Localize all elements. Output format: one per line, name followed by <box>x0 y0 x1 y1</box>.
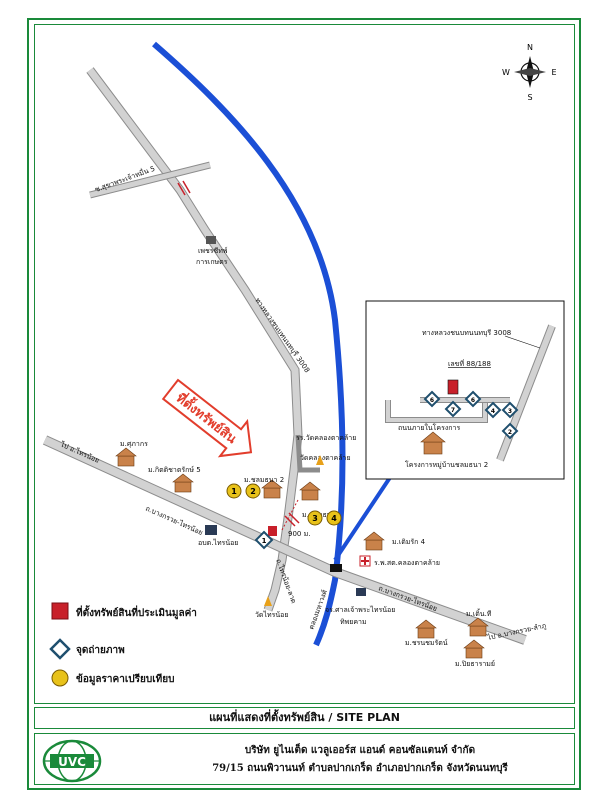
svg-text:6: 6 <box>471 397 475 404</box>
compass-w: W <box>502 68 510 77</box>
subject-pointer: ที่ตั้งทรัพย์สิน <box>161 378 253 458</box>
legend-photo-icon <box>49 638 71 660</box>
inset-photo-points: 6 7 6 4 3 2 <box>423 390 519 440</box>
svg-text:7: 7 <box>451 407 455 414</box>
shrine2-label: ทิพยคาม <box>340 618 367 626</box>
village-ti-label: ม.เติ้น.ที <box>466 607 492 618</box>
footer <box>34 733 575 785</box>
temple-lower-label: วัดไทรน้อย <box>255 610 288 619</box>
temple-upper-icon <box>316 455 324 465</box>
village-piya-label: ม.ปิยธารามย์ <box>455 660 495 668</box>
shrine-icon <box>356 588 366 596</box>
legend-comparable: ข้อมูลราคาเปรียบเทียบ <box>76 673 174 686</box>
distance-label: 900 ม. <box>288 530 310 538</box>
village-chomthana2-label: ม.ชลมธนา 2 <box>244 476 284 484</box>
village-kitti-label: ม.กิตติชาตรักษ์ 5 <box>148 466 201 474</box>
compass-icon: N S E W <box>502 43 556 102</box>
bridge <box>330 564 342 572</box>
petrol-label: เพชรซีทพ์ <box>198 247 228 255</box>
company-address: 79/15 ถนนพิวานนท์ ตำบลปากเกร็ด อำเภอปากเ… <box>212 763 508 774</box>
school-upper-label: รร.วัดคลองตาคล้าย <box>296 434 356 442</box>
village-term4-label: ม.เติมรัก 4 <box>392 538 426 546</box>
district-office-icon <box>205 525 217 535</box>
comparable-1: 1 <box>231 487 237 496</box>
farm-label: การเกษตร <box>196 258 228 266</box>
temple-upper-label: วัดคลองตาคล้าย <box>300 454 351 462</box>
legend-comparable-icon <box>51 669 69 687</box>
pointer-label: ที่ตั้งทรัพย์สิน <box>173 388 241 447</box>
comparable-2: 2 <box>250 487 256 496</box>
clinic-label: ร.พ.สต.คลองตาคล้าย <box>374 559 440 567</box>
inset-subject-marker <box>447 379 459 395</box>
village-sakon-label: ม.ศุภากร <box>120 440 148 448</box>
company-name: บริษัท ยูไนเต็ด แวลูเออร์ส แอนด์ คอนซัลแ… <box>244 745 476 756</box>
legend-subject: ที่ตั้งทรัพย์สินที่ประเมินมูลค่า <box>76 605 197 620</box>
inset-soi-label: ถนนภายในโครงการ <box>398 423 460 432</box>
svg-text:6: 6 <box>430 397 434 404</box>
temple-lower-icon <box>264 596 272 606</box>
inset-map <box>365 300 565 480</box>
comparable-4: 4 <box>331 514 337 523</box>
shrine-label: จร.ศาลเจ้าพระไทรน้อย <box>325 605 395 614</box>
photo-point-1-icon: 1 <box>254 530 274 550</box>
page-title: แผนที่แสดงที่ตั้งทรัพย์สิน / SITE PLAN <box>34 707 575 729</box>
clinic-icon <box>359 555 371 567</box>
compass-e: E <box>551 68 556 77</box>
legend-subject-icon <box>51 602 69 620</box>
house-icon <box>115 447 489 659</box>
comparable-markers: 1 2 3 4 <box>226 483 342 526</box>
district-office-label: อบต.ไทรน้อย <box>198 538 238 547</box>
compass-s: S <box>527 93 532 102</box>
svg-text:3: 3 <box>508 408 512 415</box>
inset-project-label: โครงการหมู่บ้านชลมธนา 2 <box>405 460 488 469</box>
village-chonchom-label: ม.ชรนชมรัตน์ <box>405 639 448 647</box>
legend: ที่ตั้งทรัพย์สินที่ประเมินมูลค่า จุดถ่าย… <box>49 602 197 687</box>
outer-frame <box>27 18 581 790</box>
svg-text:1: 1 <box>262 537 267 545</box>
compass-n: N <box>527 43 533 52</box>
petrol-icon <box>206 236 216 244</box>
river <box>152 41 346 647</box>
comparable-3: 3 <box>312 514 318 523</box>
svg-text:4: 4 <box>491 408 495 415</box>
inset-subject-label: เลขที่ 88/188 <box>448 359 491 368</box>
svg-text:2: 2 <box>508 429 512 436</box>
uvc-logo: UVC <box>42 739 102 783</box>
subject-marker <box>268 526 277 536</box>
highway-label: ทางหลวงชนบทนนทบุรี 3008 <box>253 297 311 375</box>
river-branch <box>333 468 397 562</box>
map-frame <box>34 24 575 704</box>
legend-photo: จุดถ่ายภาพ <box>76 644 125 656</box>
logo-text: UVC <box>58 755 86 769</box>
inset-road-label: ทางหลวงชนบทนนทบุรี 3008 <box>422 329 511 337</box>
